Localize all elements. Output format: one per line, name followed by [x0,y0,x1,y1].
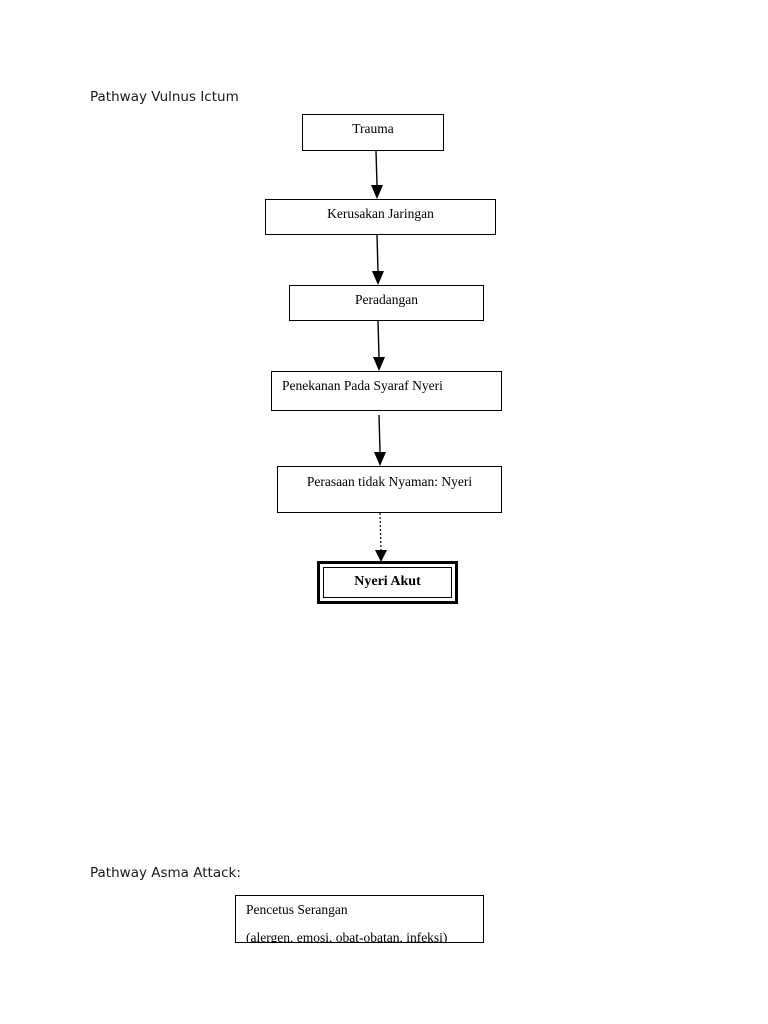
step-kerusakan-jaringan: Kerusakan Jaringan [265,199,496,235]
arrow-penekanan-to-perasaan [374,414,386,466]
outcome-nyeri-akut-box: Nyeri Akut [317,561,458,604]
step-perasaan-tidak-nyaman: Perasaan tidak Nyaman: Nyeri [277,466,502,513]
step-penekanan-syaraf: Penekanan Pada Syaraf Nyeri [271,371,502,411]
pathway-vulnus-title: Pathway Vulnus Ictum [90,89,239,105]
arrow-trauma-to-kerusakan [371,150,383,199]
arrow-peradangan-to-penekanan [373,320,385,371]
outcome-nyeri-akut-label: Nyeri Akut [323,567,452,598]
arrow-kerusakan-to-peradangan [372,234,384,285]
pencetus-serangan-line2: (alergen, emosi, obat-obatan, infeksi) [246,930,448,942]
step-peradangan: Peradangan [289,285,484,321]
page-cut-line [235,942,484,943]
pathway-asma-title: Pathway Asma Attack: [90,865,241,881]
step-trauma: Trauma [302,114,444,151]
step-pencetus-serangan: Pencetus Serangan (alergen, emosi, obat-… [235,895,484,942]
arrow-perasaan-to-nyeri-akut [375,512,387,562]
pencetus-serangan-line1: Pencetus Serangan [246,902,348,917]
